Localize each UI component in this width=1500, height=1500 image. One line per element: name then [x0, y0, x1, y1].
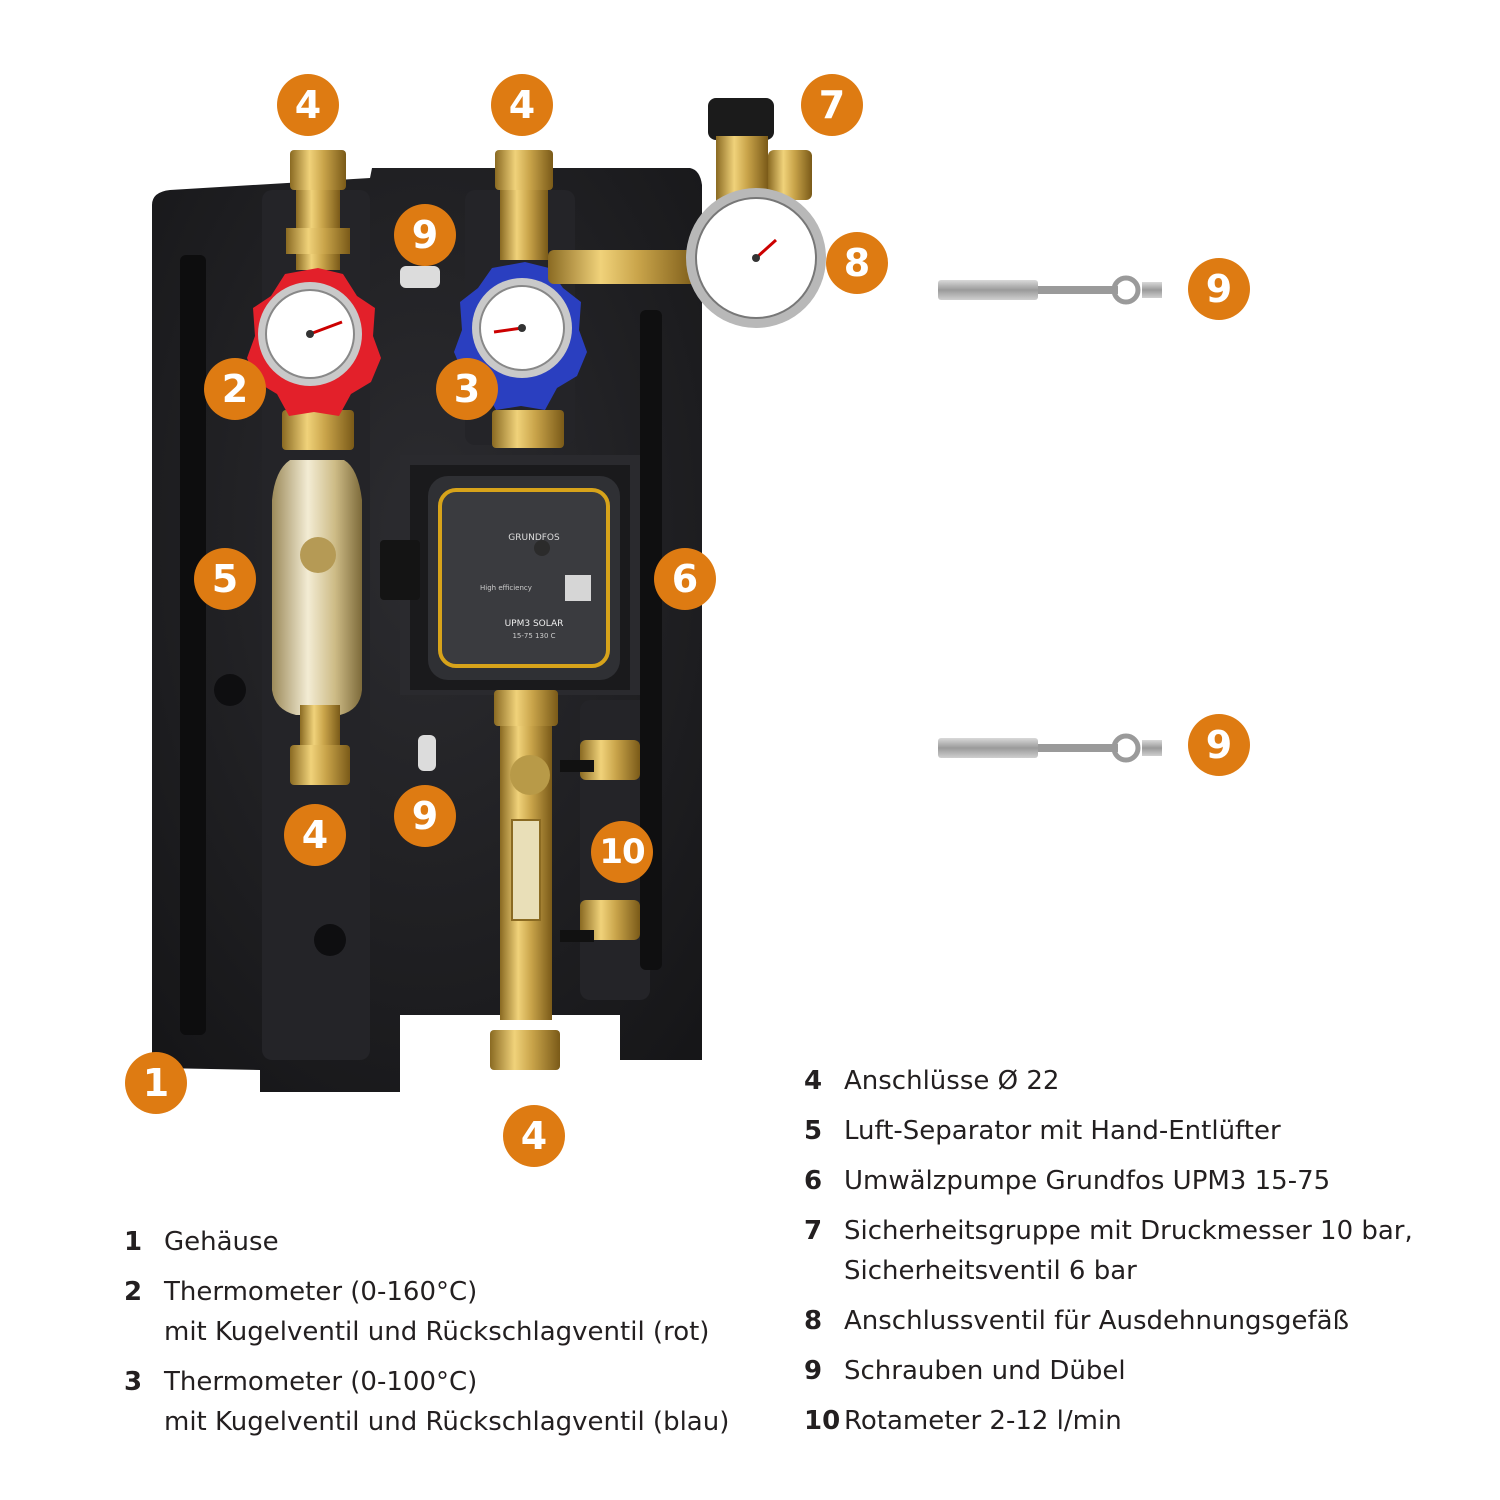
legend-text: mit Kugelventil und Rückschlagventil (bl…: [164, 1407, 730, 1437]
marker-9-top: 9: [394, 204, 456, 266]
red-thermometer-valve: [247, 268, 381, 416]
legend-text: Rotameter 2-12 l/min: [844, 1406, 1122, 1436]
pump-brand-label: GRUNDFOS: [508, 533, 560, 543]
legend-left: 1 Gehäuse 2 Thermometer (0-160°C) mit Ku…: [124, 1222, 764, 1452]
legend-item-6: 6 Umwälzpumpe Grundfos UPM3 15-75: [804, 1161, 1484, 1201]
legend-number: 1: [124, 1227, 143, 1257]
legend-item-8: 8 Anschlussventil für Ausdehnungsgefäß: [804, 1301, 1484, 1341]
legend-number: 6: [804, 1166, 823, 1196]
marker-4-top-right: 4: [491, 74, 553, 136]
legend-text: Luft-Separator mit Hand-Entlüfter: [844, 1116, 1281, 1146]
legend-item-2: 2 Thermometer (0-160°C) mit Kugelventil …: [124, 1272, 764, 1352]
legend-number: 7: [804, 1216, 823, 1246]
marker-7: 7: [801, 74, 863, 136]
legend-text: Umwälzpumpe Grundfos UPM3 15-75: [844, 1166, 1331, 1196]
left-pipe-assembly: [272, 150, 362, 785]
legend-item-7: 7 Sicherheitsgruppe mit Druckmesser 10 b…: [804, 1211, 1484, 1291]
wall-plug-bolt-upper: [938, 275, 1162, 305]
marker-2: 2: [204, 358, 266, 420]
legend-text: Sicherheitsventil 6 bar: [844, 1256, 1137, 1286]
safety-group: [548, 98, 826, 328]
wall-plug-bolt-lower: [938, 733, 1162, 763]
legend-item-5: 5 Luft-Separator mit Hand-Entlüfter: [804, 1111, 1484, 1151]
marker-1: 1: [125, 1052, 187, 1114]
marker-4-bottom-left: 4: [284, 804, 346, 866]
legend-text: Anschlüsse Ø 22: [844, 1066, 1060, 1096]
legend-right: 4 Anschlüsse Ø 22 5 Luft-Separator mit H…: [804, 1061, 1484, 1451]
legend-number: 10: [804, 1406, 841, 1436]
legend-text: Schrauben und Dübel: [844, 1356, 1126, 1386]
legend-text: Sicherheitsgruppe mit Druckmesser 10 bar…: [844, 1216, 1413, 1246]
marker-4-top-left: 4: [277, 74, 339, 136]
legend-item-3: 3 Thermometer (0-100°C) mit Kugelventil …: [124, 1362, 764, 1442]
pump-efficiency-label: High efficiency: [480, 584, 532, 592]
legend-item-1: 1 Gehäuse: [124, 1222, 764, 1262]
legend-number: 3: [124, 1367, 143, 1397]
legend-item-10: 10 Rotameter 2-12 l/min: [804, 1401, 1484, 1441]
right-pipe-assembly: [490, 150, 640, 1070]
legend-item-4: 4 Anschlüsse Ø 22: [804, 1061, 1484, 1101]
marker-6: 6: [654, 548, 716, 610]
marker-10: 10: [591, 821, 653, 883]
pump-spec-label: 15-75 130 C: [512, 632, 555, 640]
marker-5: 5: [194, 548, 256, 610]
marker-9-upper-bolt: 9: [1188, 258, 1250, 320]
legend-item-9: 9 Schrauben und Dübel: [804, 1351, 1484, 1391]
legend-text: Anschlussventil für Ausdehnungsgefäß: [844, 1306, 1349, 1336]
legend-text: Thermometer (0-160°C): [164, 1277, 478, 1307]
legend-number: 5: [804, 1116, 823, 1146]
circulation-pump: [380, 476, 620, 680]
legend-number: 8: [804, 1306, 823, 1336]
marker-9-bottom: 9: [394, 785, 456, 847]
legend-text: Gehäuse: [164, 1227, 279, 1257]
legend-number: 4: [804, 1066, 823, 1096]
marker-8: 8: [826, 232, 888, 294]
legend-text: mit Kugelventil und Rückschlagventil (ro…: [164, 1317, 710, 1347]
marker-9-lower-bolt: 9: [1188, 714, 1250, 776]
marker-3: 3: [436, 358, 498, 420]
marker-4-bottom: 4: [503, 1105, 565, 1167]
legend-number: 2: [124, 1277, 143, 1307]
legend-text: Thermometer (0-100°C): [164, 1367, 478, 1397]
legend-number: 9: [804, 1356, 823, 1386]
pump-model-label: UPM3 SOLAR: [505, 619, 564, 629]
